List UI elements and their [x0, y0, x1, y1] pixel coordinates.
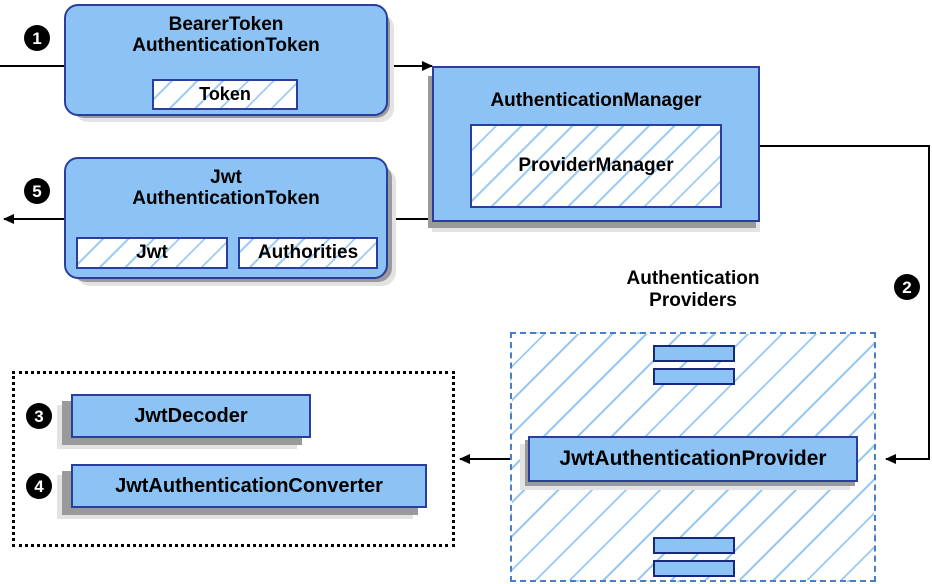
connector-manager-to-provider: [760, 145, 930, 464]
provider-bar-top-2: [653, 368, 735, 385]
jwt-token-field-jwt: Jwt: [76, 237, 228, 269]
badge-step-5: 5: [24, 178, 50, 204]
provider-bar-bottom-2: [653, 560, 735, 577]
jwt-token-field-authorities: Authorities: [238, 237, 378, 269]
jwt-support-region: [12, 371, 455, 547]
badge-step-1: 1: [24, 25, 50, 51]
bearer-token-field-token: Token: [152, 79, 298, 110]
badge-step-4: 4: [26, 473, 52, 499]
jwt-authentication-provider-node[interactable]: JwtAuthenticationProvider: [528, 436, 858, 482]
jwt-authentication-converter-node[interactable]: JwtAuthenticationConverter: [71, 464, 427, 508]
badge-step-3: 3: [26, 403, 52, 429]
auth-manager-field-provider-manager: ProviderManager: [470, 124, 722, 208]
badge-step-2: 2: [894, 274, 920, 300]
jwt-decoder-node[interactable]: JwtDecoder: [71, 394, 311, 438]
provider-bar-bottom-1: [653, 537, 735, 554]
authentication-providers-title: Authentication Providers: [626, 268, 760, 311]
provider-bar-top-1: [653, 345, 735, 362]
